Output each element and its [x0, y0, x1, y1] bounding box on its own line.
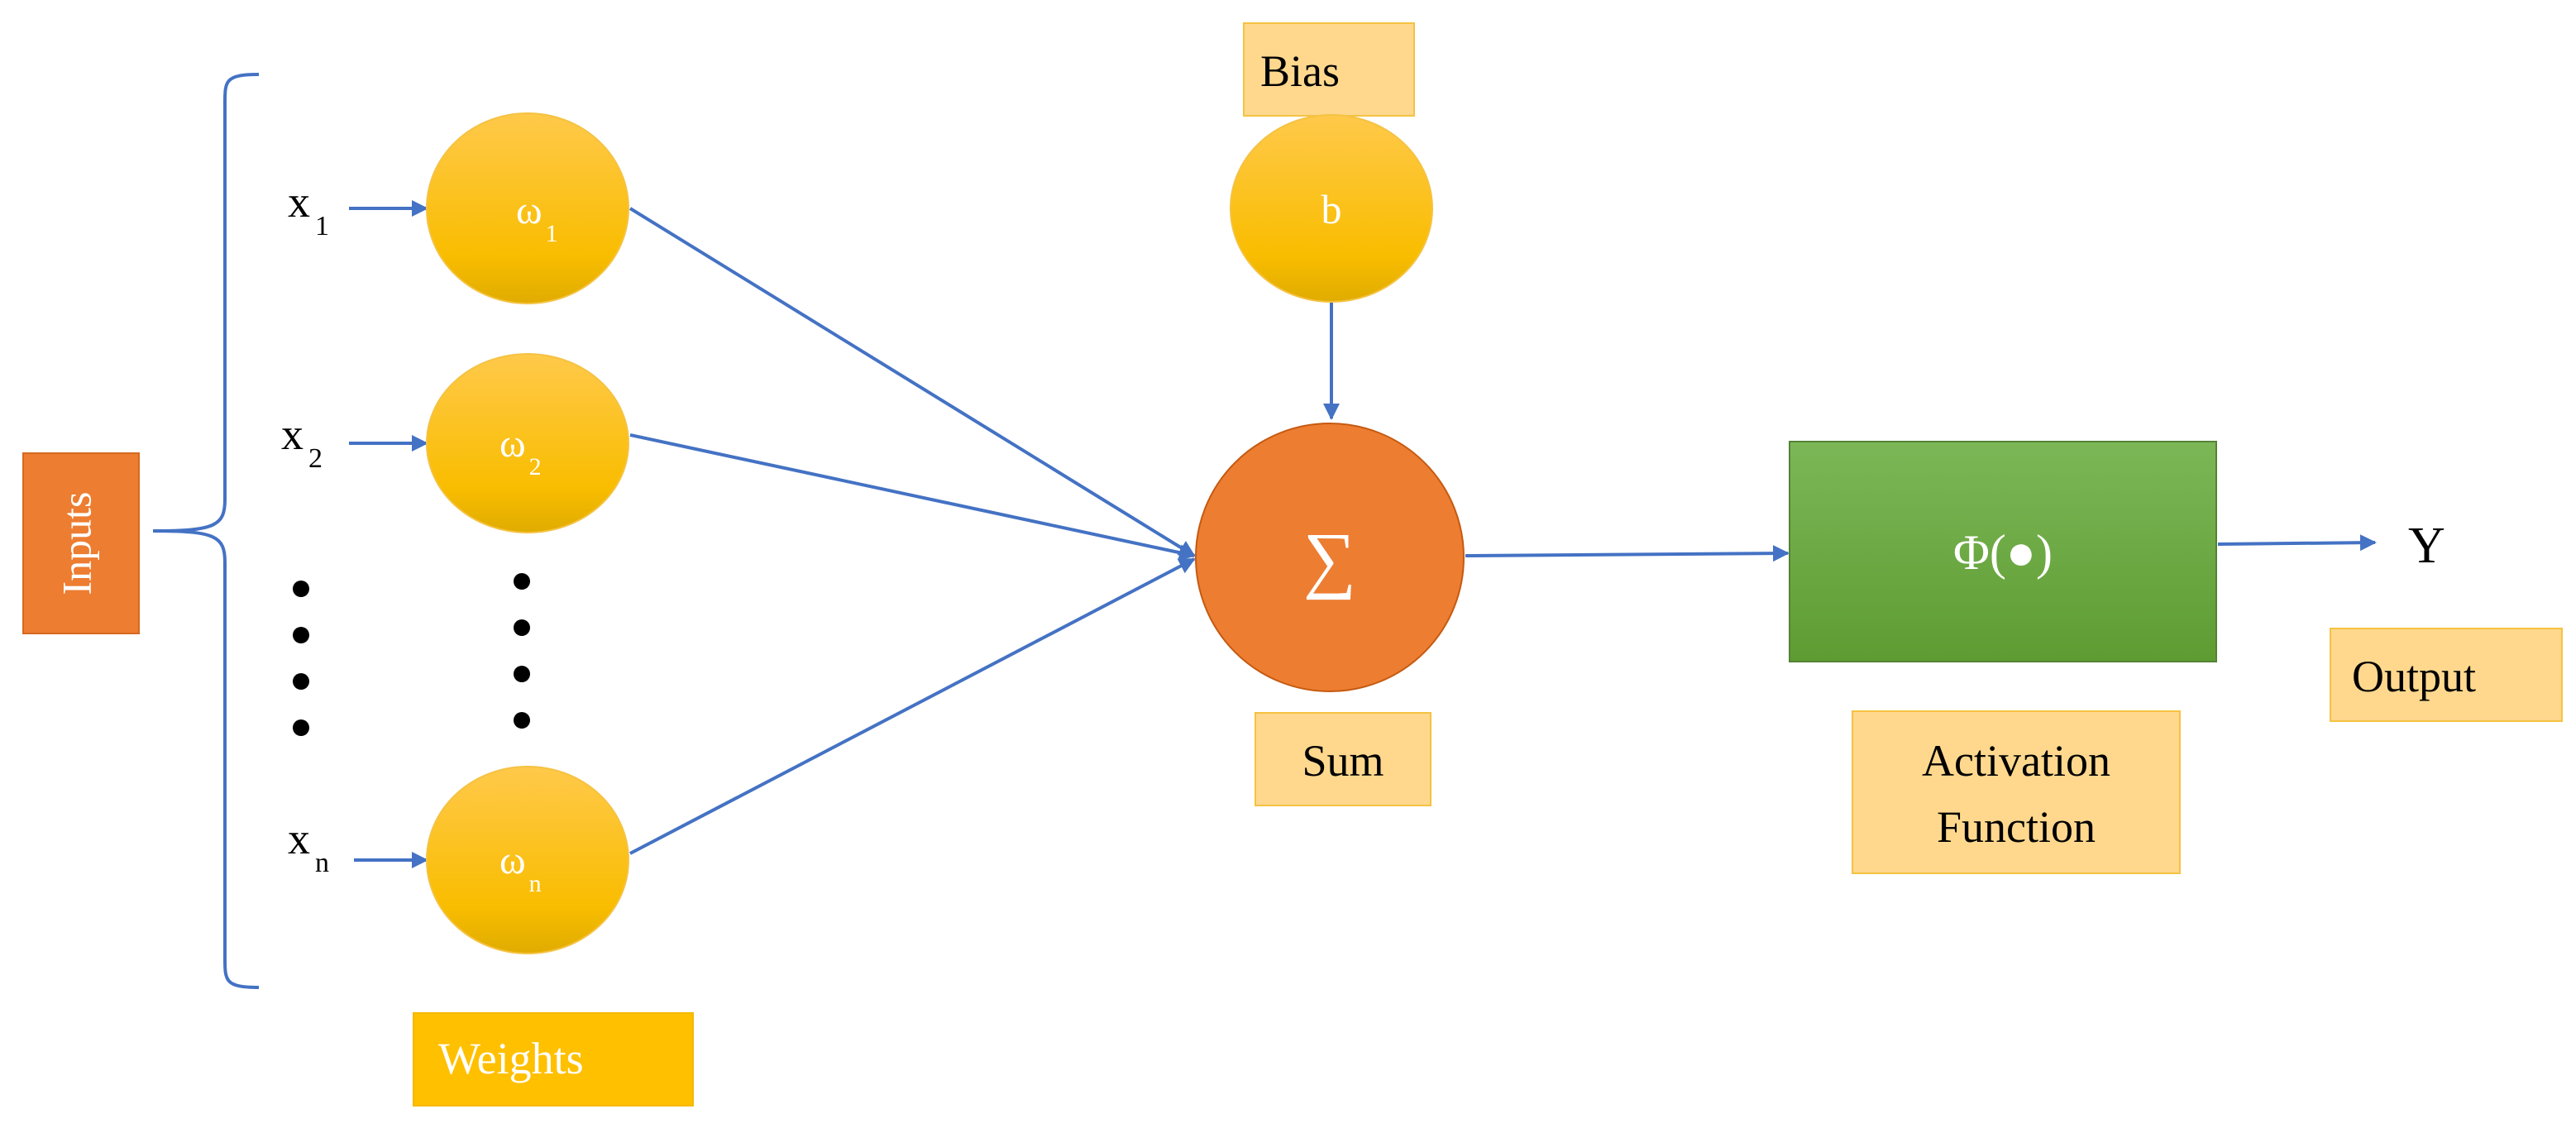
sum-to-activation-arrow: [1465, 545, 1790, 562]
output-symbol: Y: [2408, 518, 2445, 574]
sum-node: ∑: [1195, 423, 1465, 692]
inputs-label-box: Inputs: [22, 452, 140, 634]
output-label-box: Output: [2330, 628, 2563, 722]
inputs-brace: [152, 73, 260, 989]
weights-ellipsis: [514, 573, 530, 729]
bias-label-box: Bias: [1243, 22, 1415, 117]
activation-label-box: Activation Function: [1852, 710, 2181, 874]
sum-symbol: ∑: [1303, 519, 1356, 600]
inputs-box-shape: [22, 452, 140, 634]
weights-label-box: Weights: [413, 1012, 694, 1106]
weight-w1-label: ω1: [516, 189, 558, 247]
bias-symbol: b: [1321, 186, 1342, 232]
weights-label: Weights: [438, 1034, 584, 1083]
w1-to-sum-connector: [628, 207, 1196, 557]
activation-label-line1: Activation: [1922, 736, 2110, 786]
weight-node-1: ω1: [426, 112, 629, 304]
wn-to-sum-connector: [629, 557, 1196, 855]
sum-label-box: Sum: [1255, 712, 1431, 806]
output-label: Output: [2352, 652, 2476, 701]
activation-box: Φ(●): [1789, 441, 2217, 662]
weight-node-n: ωn: [426, 766, 629, 954]
inputs-label: Inputs: [53, 492, 99, 595]
activation-symbol: Φ(●): [1953, 525, 2053, 580]
inputs-ellipsis: [293, 581, 309, 736]
bias-node: b: [1230, 114, 1433, 303]
output-arrow: [2217, 534, 2377, 552]
activation-label-line2: Function: [1937, 802, 2096, 852]
weight-node-2: ω2: [426, 353, 629, 533]
bias-label: Bias: [1260, 46, 1340, 96]
w2-to-sum-connector: [629, 433, 1196, 562]
weight-wn-label: ωn: [499, 839, 542, 897]
weight-w2-label: ω2: [499, 422, 542, 480]
sum-label: Sum: [1302, 736, 1384, 786]
